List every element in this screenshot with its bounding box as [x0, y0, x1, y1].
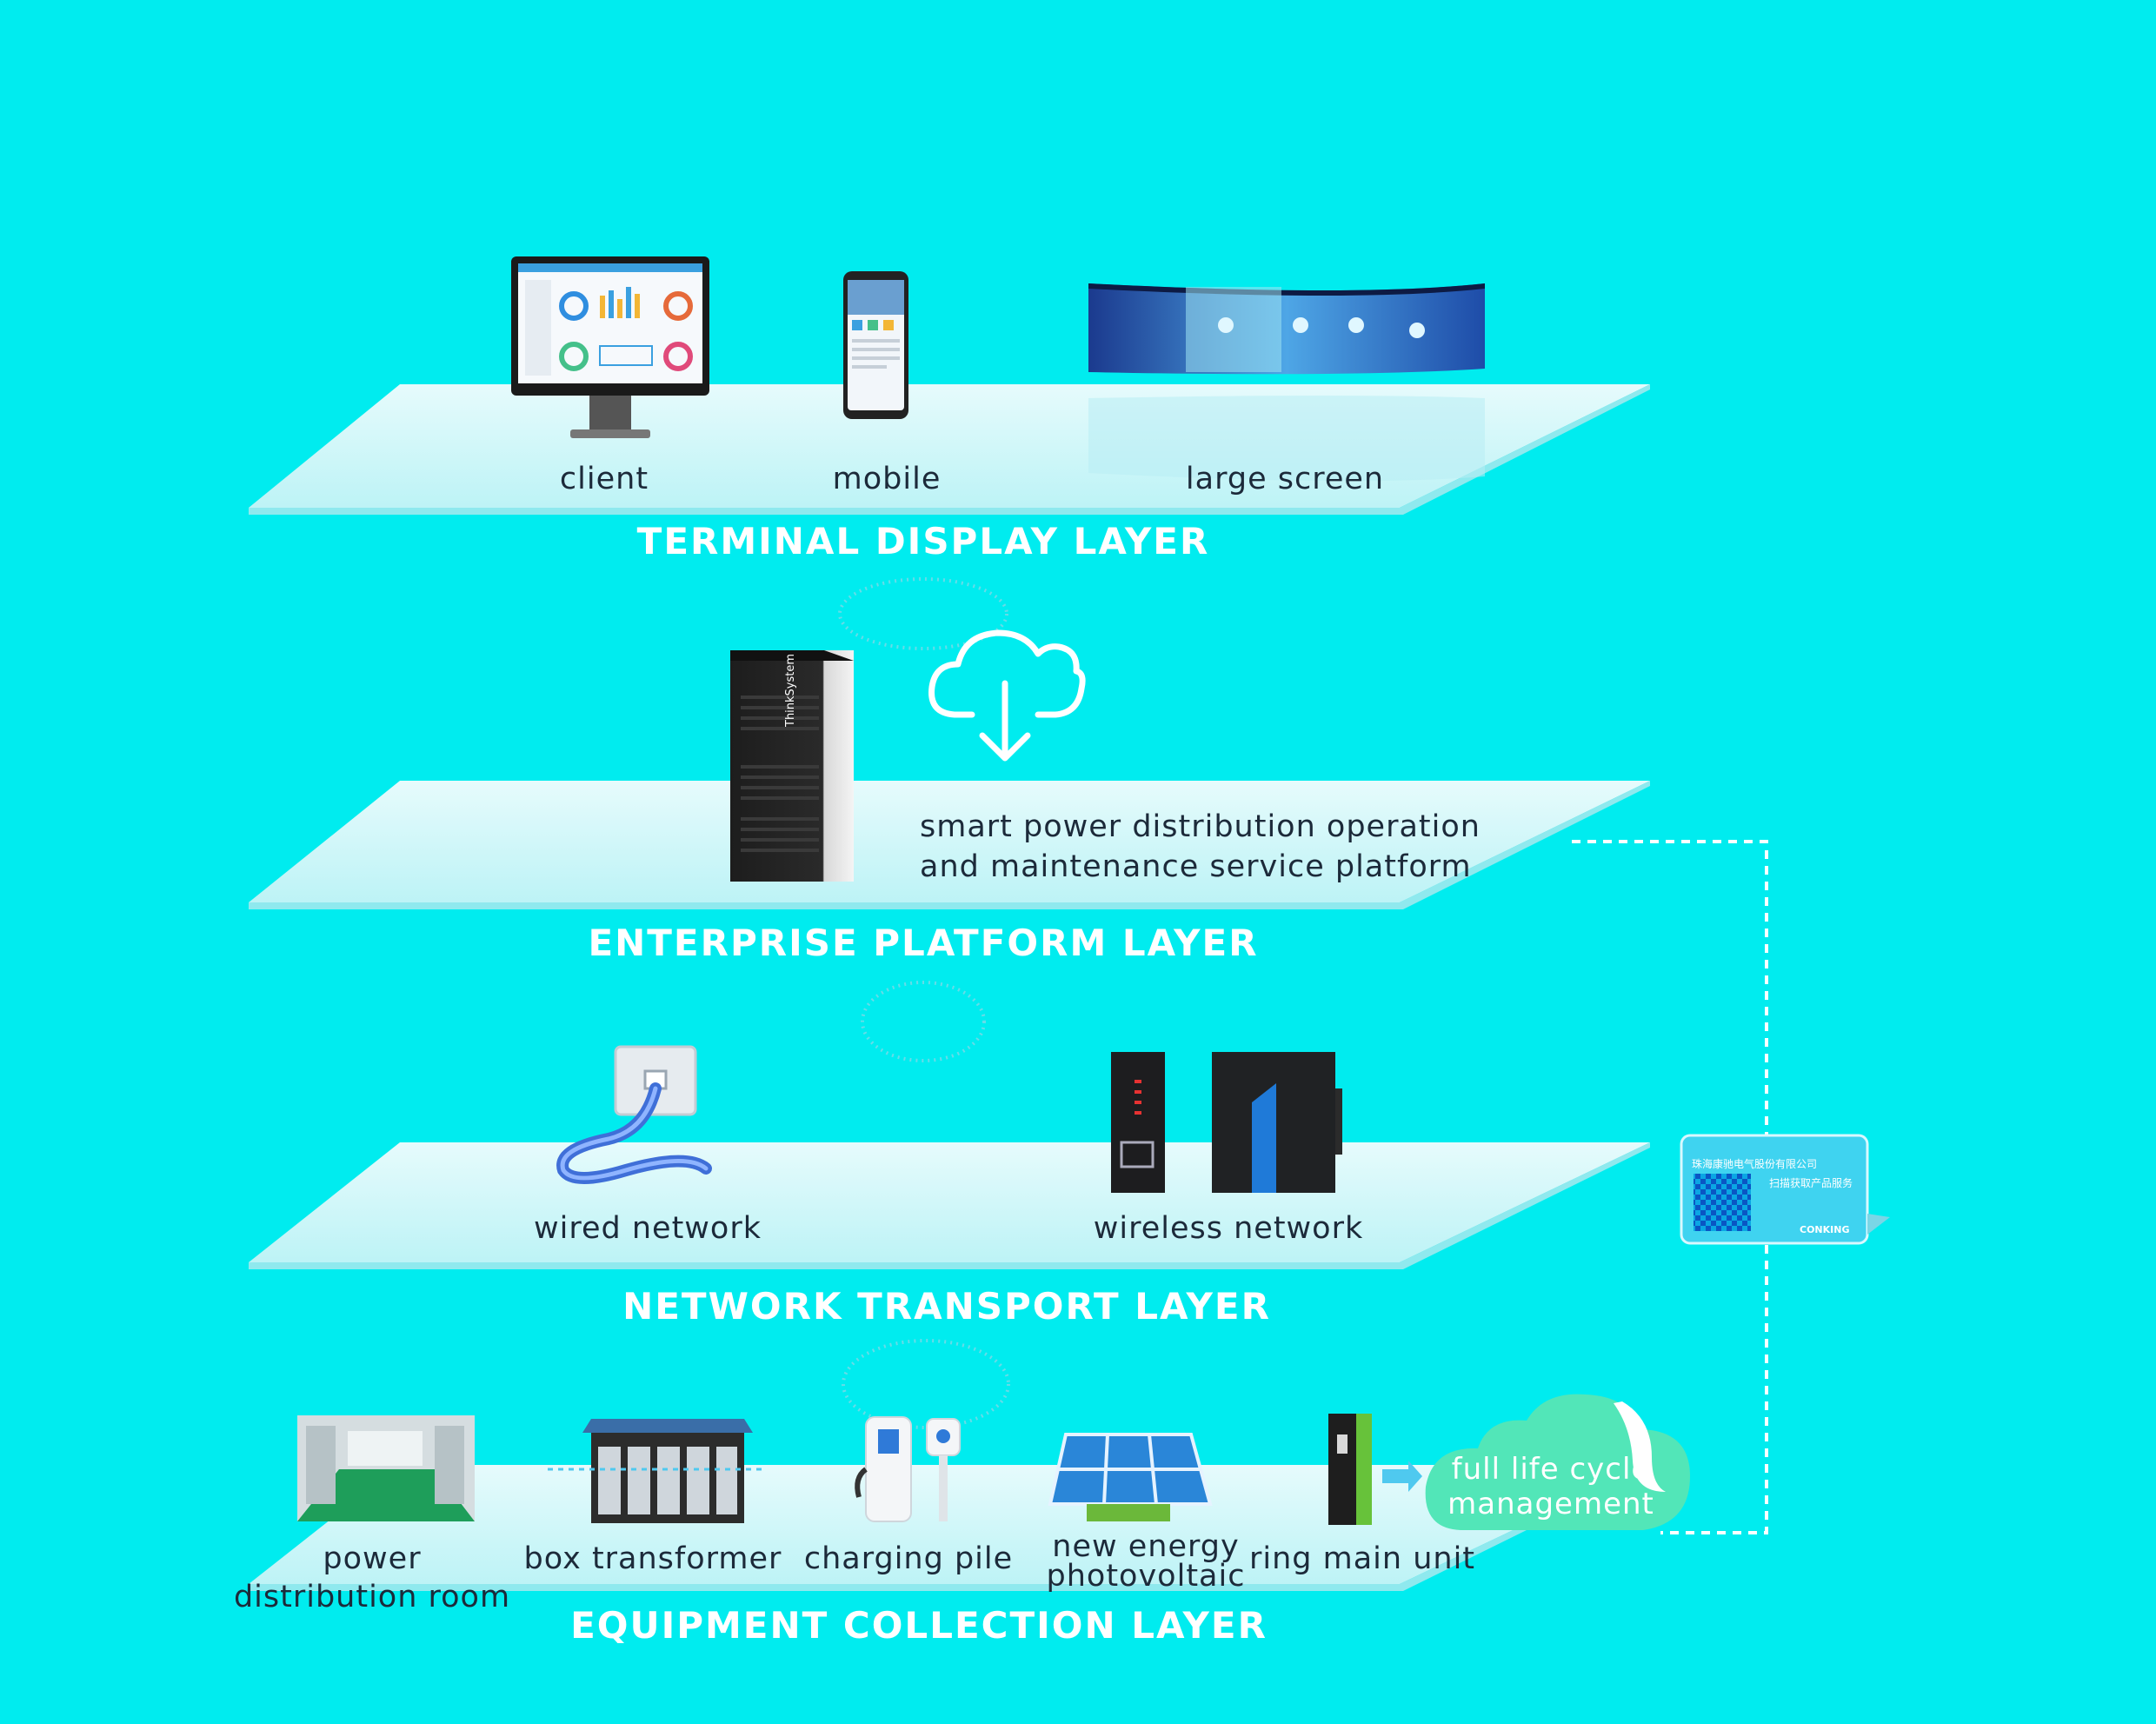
charging-pile-label: charging pile — [803, 1541, 1014, 1576]
large-screen-label: large screen — [1185, 462, 1385, 496]
network-platform — [249, 1142, 1650, 1269]
photovoltaic-panel-icon — [1048, 1433, 1213, 1521]
power-distribution-room-icon — [297, 1415, 475, 1521]
client-label: client — [559, 462, 649, 496]
qr-card-company: 珠海康驰电气股份有限公司 — [1692, 1158, 1818, 1170]
data-stream-icon — [838, 577, 1010, 1429]
cloud-download-icon — [928, 629, 1086, 762]
ring-main-unit-icon — [1328, 1414, 1422, 1525]
box-transformer-icon — [582, 1419, 753, 1523]
qr-card — [1680, 1134, 1890, 1245]
power-distribution-room-label: power distribution room — [233, 1541, 511, 1614]
ring-main-unit-label: ring main unit — [1248, 1541, 1476, 1576]
enterprise-platform — [249, 781, 1650, 909]
lifecycle-cloud — [1425, 1394, 1690, 1530]
enterprise-layer-title: ENTERPRISE PLATFORM LAYER — [588, 922, 1259, 964]
mobile-label: mobile — [832, 462, 942, 496]
wireless-network-icon — [1111, 1052, 1342, 1193]
large-screen-icon — [1088, 283, 1485, 482]
box-transformer-label: box transformer — [523, 1541, 782, 1576]
leaf-icon — [1614, 1401, 1666, 1492]
terminal-layer-title: TERMINAL DISPLAY LAYER — [636, 520, 1210, 562]
wireless-network-label: wireless network — [1093, 1211, 1364, 1246]
qr-card-subtitle: 扫描获取产品服务 — [1769, 1177, 1853, 1189]
photovoltaic-label: new energy photovoltaic — [1046, 1529, 1246, 1594]
wired-network-icon — [556, 1045, 712, 1184]
charging-pile-icon — [855, 1416, 961, 1522]
service-platform-label: smart power distribution operation and m… — [920, 809, 1481, 884]
network-layer-title: NETWORK TRANSPORT LAYER — [622, 1285, 1271, 1328]
equipment-layer-title: EQUIPMENT COLLECTION LAYER — [570, 1604, 1268, 1647]
mobile-phone-icon — [843, 271, 908, 419]
client-monitor-icon — [511, 256, 709, 438]
qr-card-brand: CONKING — [1800, 1224, 1850, 1235]
lifecycle-label: full life cycle management — [1447, 1452, 1654, 1521]
wired-network-label: wired network — [534, 1211, 762, 1246]
lifecycle-connector — [1572, 840, 1768, 1534]
server-tower-icon — [730, 650, 854, 882]
server-brand: ThinkSystem — [784, 653, 797, 727]
